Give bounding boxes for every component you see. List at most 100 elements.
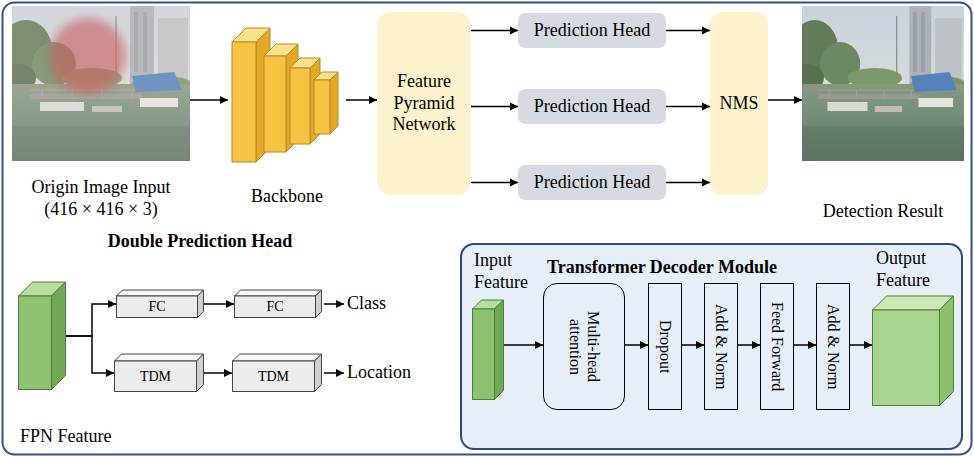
flow-arrow: [66, 336, 114, 373]
flow-arrow: [850, 344, 872, 346]
layer-label: FC: [148, 298, 165, 315]
flow-arrow: [346, 99, 377, 101]
prediction-head-box: Prediction Head: [518, 13, 666, 48]
flow-arrow: [738, 344, 760, 346]
location-arrow: [324, 372, 344, 374]
box-label: Dropout: [656, 320, 674, 373]
box-label: Add & Norm: [824, 304, 842, 389]
prism-top: [235, 290, 322, 296]
box-label: NMS: [719, 93, 758, 115]
caption-holder: Input Feature: [474, 250, 544, 294]
prism-front: [264, 56, 286, 152]
caption-holder: Transformer Decoder Module: [522, 257, 802, 279]
flow-arrow: [471, 30, 518, 32]
prism-front: [473, 309, 495, 400]
layer-label: TDM: [140, 368, 171, 385]
layer-box: Dropout: [648, 283, 682, 410]
layer-label: TDM: [258, 368, 289, 385]
flow-arrow: [666, 30, 710, 32]
flow-arrow: [190, 99, 228, 101]
prism-front: [873, 310, 940, 406]
blocks-shape: [228, 24, 346, 164]
fc-layer: FC: [116, 290, 204, 318]
flow-arrow: [204, 372, 232, 374]
prism-side: [940, 296, 954, 406]
caption-holder: FPN Feature: [20, 426, 170, 448]
prism-front: [290, 68, 310, 144]
section-title: Double Prediction Head: [90, 231, 310, 253]
prism-side: [330, 72, 338, 134]
prediction-head-box: Prediction Head: [518, 89, 666, 124]
prism-top: [117, 290, 204, 296]
feature-slab: FPN Feature: [18, 282, 66, 390]
input-image: Origin Image Input (416 × 416 × 3): [12, 6, 190, 161]
prism-front: [115, 361, 197, 392]
slab-caption: FPN Feature: [20, 426, 170, 448]
cube-shape: [872, 296, 954, 406]
output-label: Class: [347, 293, 386, 315]
slab-shape: [472, 300, 504, 400]
flow-arrow: [66, 304, 116, 336]
prism-front: [314, 80, 330, 134]
box-label: Feature Pyramid Network: [385, 71, 463, 137]
fpn-box: Feature Pyramid Network: [377, 12, 471, 195]
image-caption: Origin Image Input (416 × 416 × 3): [16, 177, 186, 221]
backbone-block: Backbone: [228, 24, 346, 164]
nms-box: NMS: [710, 12, 768, 195]
output-label: Location: [347, 362, 411, 384]
flow-arrow: [471, 106, 518, 108]
box-label: Prediction Head: [534, 20, 650, 42]
prism-top: [115, 354, 204, 361]
slab-shape: [18, 282, 66, 390]
feature-slab: Input Feature: [472, 300, 504, 400]
flow-arrow: [625, 344, 648, 346]
layer-box: Add & Norm: [704, 283, 738, 410]
attention-box: Multi-head attention: [543, 283, 625, 410]
figure-border: [3, 3, 972, 455]
prism-side: [316, 290, 322, 318]
box-label: Prediction Head: [534, 172, 650, 194]
input-photo: [0, 6, 192, 161]
caption-holder: Backbone: [228, 186, 346, 208]
tdm-block: TDM: [232, 354, 322, 392]
prism-front: [117, 296, 198, 318]
flow-arrow: [682, 344, 704, 346]
prism-side: [495, 300, 504, 400]
class-arrow: [324, 303, 344, 305]
flow-arrow: [666, 182, 710, 184]
box-label: Prediction Head: [534, 96, 650, 118]
result-image: Detection Result: [802, 6, 964, 161]
prism-front: [232, 42, 256, 162]
panel-title: Transformer Decoder Module: [522, 257, 802, 279]
slab-caption: Input Feature: [474, 250, 544, 294]
fc-layer: FC: [234, 290, 322, 318]
flow-arrow: [471, 182, 518, 184]
prism-side: [198, 290, 204, 318]
caption-holder: Detection Result: [802, 201, 964, 223]
prism-front: [233, 361, 315, 392]
prism-side: [315, 354, 322, 392]
layer-label: FC: [266, 298, 283, 315]
flow-arrow: [794, 344, 816, 346]
caption-holder: Output Feature: [876, 248, 956, 292]
prism-front: [19, 296, 52, 390]
box-label: Feed Forward: [768, 302, 786, 391]
result-photo: [791, 6, 966, 161]
module-panel: Input FeatureMulti-head attentionDropout…: [460, 243, 963, 450]
caption-holder: Origin Image Input (416 × 416 × 3): [16, 177, 186, 221]
flow-arrow: [666, 106, 710, 108]
box-label: Add & Norm: [712, 304, 730, 389]
prism-side: [197, 354, 204, 392]
feature-cube: Output Feature: [872, 296, 954, 406]
cube-caption: Output Feature: [876, 248, 956, 292]
block-caption: Backbone: [228, 186, 346, 208]
layer-box: Feed Forward: [760, 283, 794, 410]
tdm-block: TDM: [114, 354, 204, 392]
prism-front: [235, 296, 316, 318]
flow-arrow: [204, 303, 234, 305]
flow-arrow: [768, 99, 802, 101]
flow-arrow: [504, 344, 543, 346]
prism-side: [52, 282, 66, 390]
layer-box: Add & Norm: [816, 283, 850, 410]
